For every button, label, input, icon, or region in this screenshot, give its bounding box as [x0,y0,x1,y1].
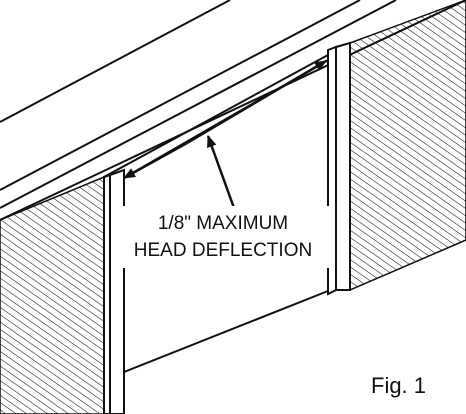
dimension-arrow-right [186,59,327,145]
callout-line-2: HEAD DEFLECTION [133,240,313,261]
callout-line-1: 1/8" MAXIMUM [157,213,289,234]
right-wall-hatching [349,0,466,292]
ceiling-slab [0,0,466,221]
dimension-arrow [123,141,188,180]
left-wall-hatching [0,175,105,414]
right-stud [327,41,351,296]
bottom-track [123,290,329,373]
leader-arrow [206,135,236,209]
figure-label: Fig. 1 [371,373,427,398]
head-track [103,42,351,187]
deflection-callout: 1/8" MAXIMUM HEAD DEFLECTION [116,206,330,268]
